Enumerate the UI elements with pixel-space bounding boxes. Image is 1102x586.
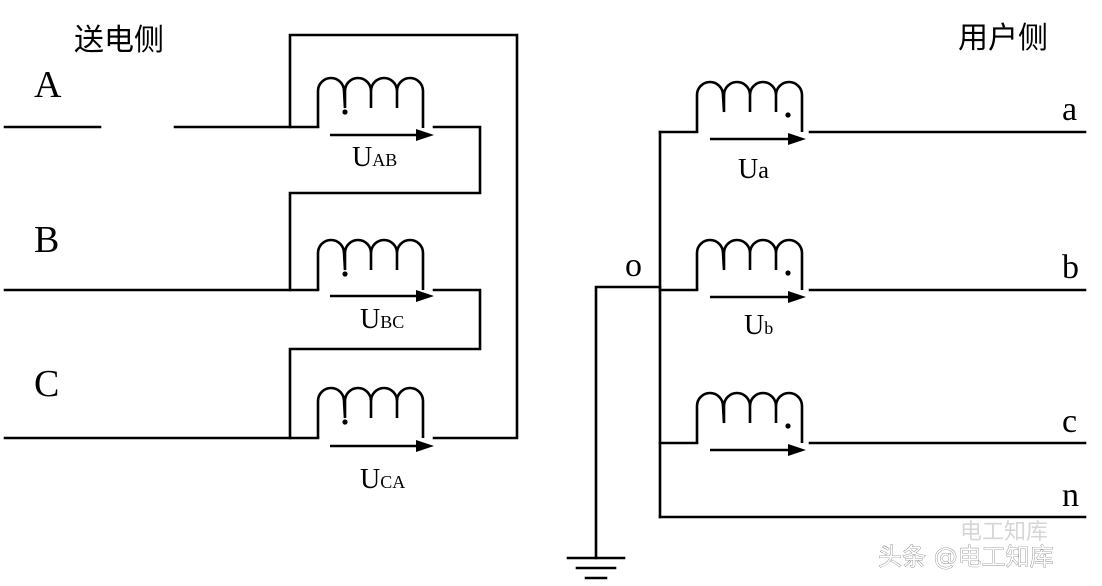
terminal-label-n: n bbox=[1062, 477, 1079, 514]
watermark-text: 头条 @电工知库 bbox=[878, 543, 1054, 571]
phase-label-a: A bbox=[34, 64, 62, 106]
primary-wiring bbox=[3, 33, 519, 440]
terminal-label-a: a bbox=[1062, 91, 1077, 128]
phase-label-b: B bbox=[34, 219, 59, 261]
voltage-label-ua: Ua bbox=[738, 154, 769, 185]
voltage-label-ubc: UBC bbox=[360, 304, 404, 335]
primary-winding-bc bbox=[316, 238, 434, 302]
terminal-label-b: b bbox=[1062, 249, 1079, 286]
voltage-label-uab: UAB bbox=[352, 142, 397, 173]
primary-winding-ca bbox=[316, 386, 434, 452]
voltage-label-ub: Ub bbox=[744, 310, 773, 341]
voltage-label-uca: UCA bbox=[360, 464, 405, 495]
primary-winding-ab bbox=[316, 76, 434, 141]
sender-side-label: 送电侧 bbox=[74, 23, 164, 58]
watermark: 电工知库 头条 @电工知库 bbox=[878, 520, 1054, 571]
secondary-wiring bbox=[594, 130, 1087, 560]
phase-label-c: C bbox=[34, 363, 59, 405]
secondary-winding-b bbox=[695, 238, 806, 303]
watermark-faint-text: 电工知库 bbox=[960, 520, 1048, 545]
secondary-winding-c bbox=[695, 391, 806, 456]
user-side-label: 用户侧 bbox=[958, 21, 1048, 56]
secondary-winding-a bbox=[695, 80, 806, 145]
ground-symbol bbox=[566, 556, 626, 580]
terminal-label-c: c bbox=[1062, 403, 1077, 440]
terminal-label-o: o bbox=[625, 247, 642, 284]
